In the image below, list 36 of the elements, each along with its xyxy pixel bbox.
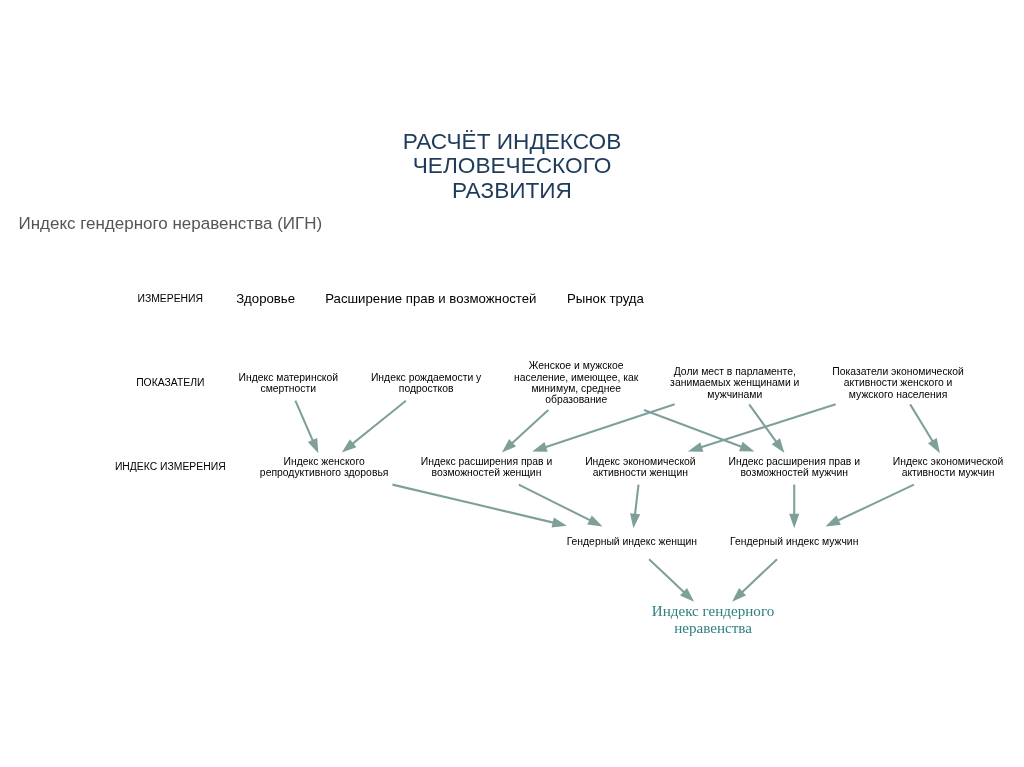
arrow [630, 484, 641, 528]
label: Индекс гендерного неравенства (ИГН) [18, 213, 323, 233]
arrow [732, 558, 778, 602]
arrow [294, 399, 319, 453]
arrow [341, 399, 407, 452]
node-text: Показатели экономической активности женского и мужского населения [832, 365, 964, 399]
node-text: Индекс экономической активности женщин [585, 455, 696, 478]
arrow [748, 403, 785, 453]
node-text: Доли мест в парламенте, занимаемых женщинами и мужчинами [670, 365, 800, 399]
arrow [392, 483, 567, 527]
node-text: Индекс расширения прав и возможностей женщин [420, 455, 553, 478]
label: Расширение прав и возможностей [325, 290, 537, 306]
node-text: Гендерный индекс мужчин [730, 535, 859, 547]
arrow [518, 483, 603, 526]
label: Рынок труда [567, 290, 644, 306]
label: Здоровье [236, 290, 296, 306]
arrow [532, 402, 675, 452]
node-text: Индекс экономической активности мужчин [892, 455, 1004, 478]
label: ИЗМЕРЕНИЯ [137, 292, 204, 304]
node-text: Гендерный индекс женщин [566, 535, 698, 547]
node-text: Индекс гендерного неравенства [651, 602, 775, 636]
arrow [789, 484, 800, 528]
label: ИНДЕКС ИЗМЕРЕНИЯ [114, 460, 226, 472]
arrow [648, 558, 695, 602]
node-text: Индекс материнской смертности [238, 371, 339, 394]
arrow [909, 403, 940, 453]
arrow [643, 408, 755, 452]
arrow [687, 402, 836, 452]
label: ПОКАЗАТЕЛИ [136, 376, 205, 388]
node-text: Индекс расширения прав и возможностей мужчин [728, 455, 860, 478]
node-text: Индекс рождаемости у подростков [370, 371, 482, 394]
arrow [825, 483, 915, 526]
node-text: Индекс женского репродуктивного здоровья [259, 455, 389, 478]
diagram-title: РАСЧЁТ ИНДЕКСОВ ЧЕЛОВЕЧЕСКОГО РАЗВИТИЯ [402, 127, 622, 203]
node-text: Женское и мужское население, имеющее, как минимум, среднее образование [514, 359, 639, 405]
arrow [501, 408, 549, 452]
